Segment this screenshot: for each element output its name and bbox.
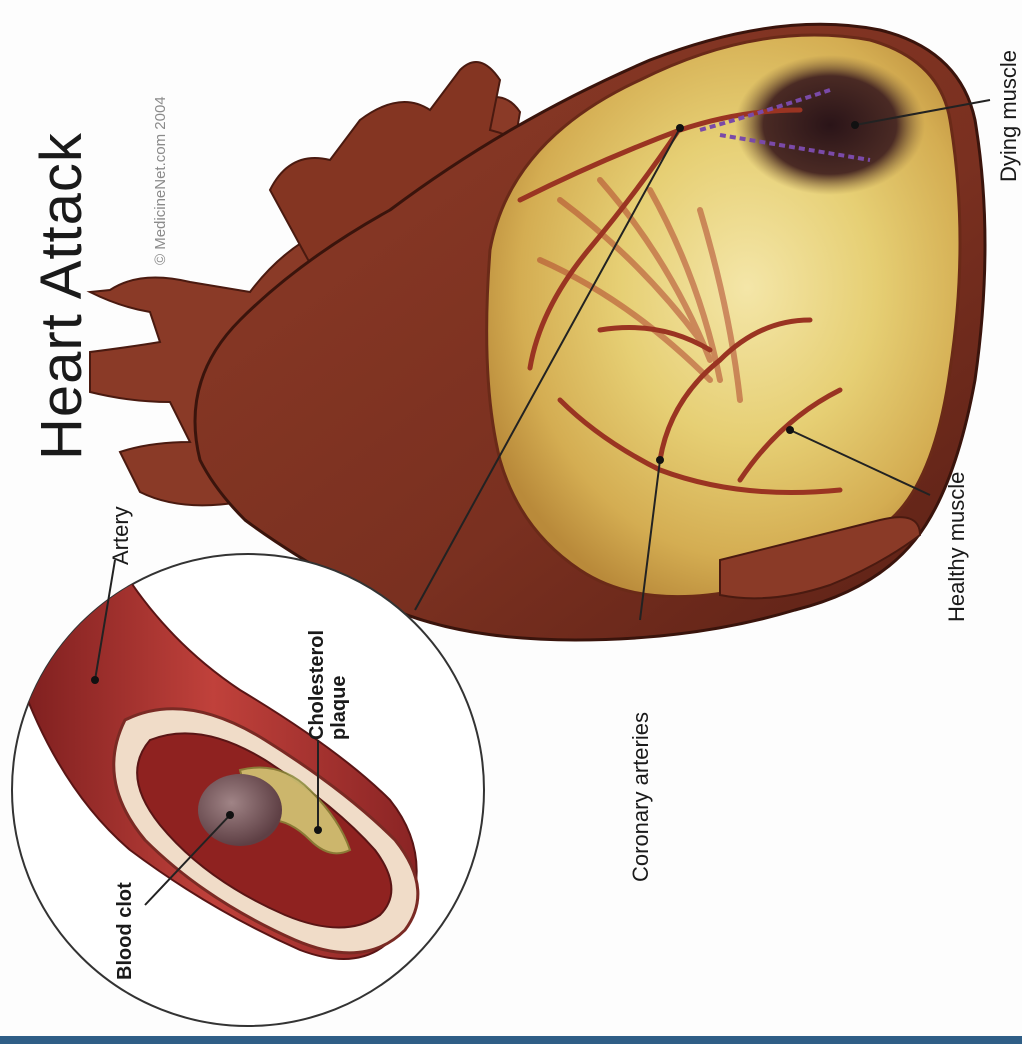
blood-clot-label: Blood clot xyxy=(114,882,137,980)
coronary-arteries-label: Coronary arteries xyxy=(628,712,654,882)
page-title: Heart Attack xyxy=(28,132,95,460)
cholesterol-plaque-line1: Cholesterol xyxy=(306,630,328,740)
cholesterol-plaque-line2: plaque xyxy=(328,630,350,740)
heart xyxy=(90,24,985,640)
artery-label: Artery xyxy=(108,506,134,565)
dying-muscle-label: Dying muscle xyxy=(996,50,1022,182)
healthy-muscle-label: Healthy muscle xyxy=(944,472,970,622)
dying-muscle-region xyxy=(735,55,925,195)
cholesterol-plaque-label: Cholesterol plaque xyxy=(306,630,350,740)
copyright-text: © MedicineNet.com 2004 xyxy=(152,96,169,265)
bottom-bar xyxy=(0,1036,1022,1044)
